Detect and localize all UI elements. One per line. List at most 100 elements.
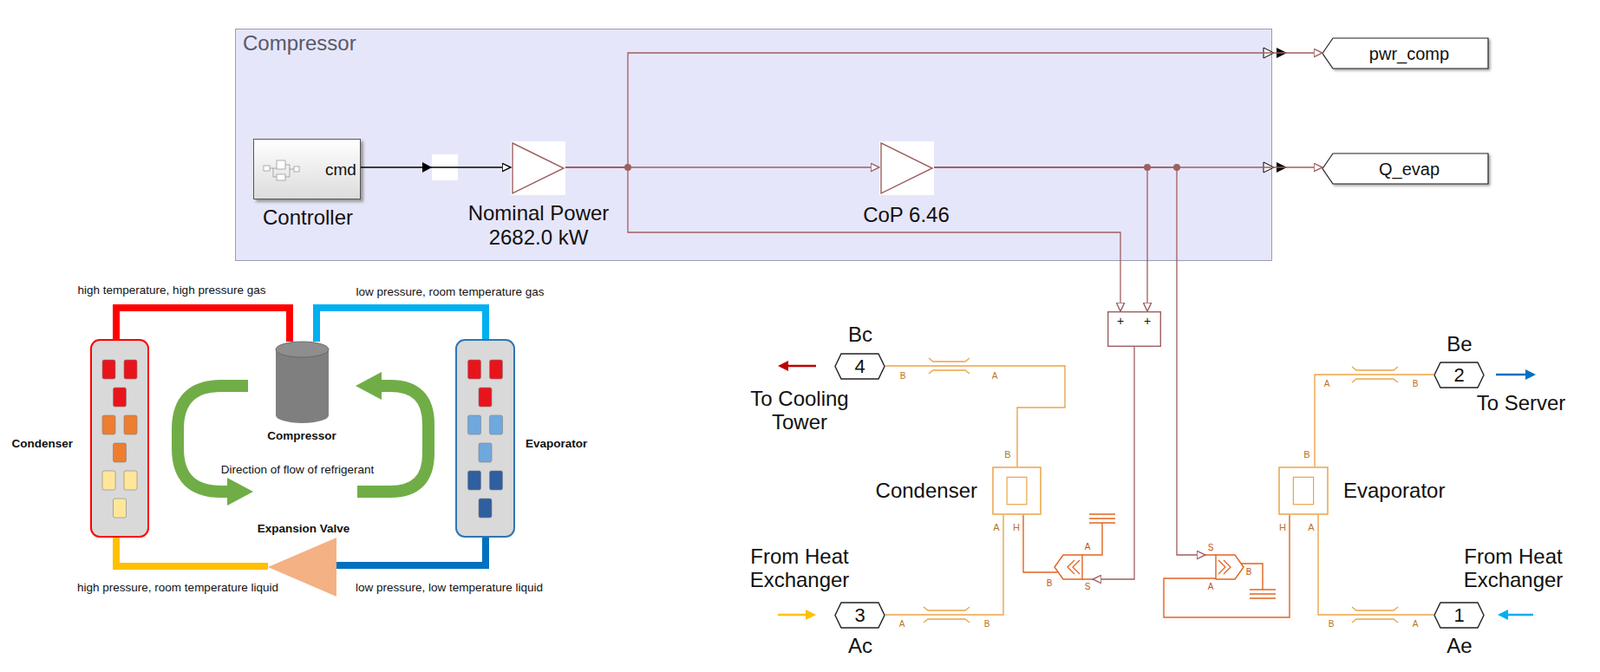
flow-arrowhead — [1497, 609, 1509, 621]
connector-line — [1163, 515, 1290, 618]
coil-housing — [91, 339, 149, 537]
port-block: 4Bc — [834, 352, 886, 380]
pin-name: B — [984, 619, 991, 630]
port-name: Ac — [848, 633, 873, 659]
coil-cell — [102, 359, 116, 379]
sign-label: + — [1143, 313, 1151, 328]
block-outline — [275, 341, 329, 424]
flow-source: From Heat Exchanger — [1435, 544, 1592, 592]
source-arrows — [1218, 560, 1231, 575]
coil-cell — [113, 443, 127, 463]
sum-outline — [1108, 312, 1162, 347]
refrigerant-pipe — [116, 537, 268, 567]
flow-arrowhead — [355, 372, 382, 400]
subsystem-panel: CompressorcmdControllerNominal Power 268… — [235, 28, 1273, 262]
block-outline — [1278, 466, 1329, 516]
block-name: Nominal Power 2682.0 kW — [451, 201, 626, 250]
port-block: 2Be — [1433, 361, 1485, 389]
chamber-outline — [1293, 476, 1313, 504]
cylinder-body — [275, 349, 329, 424]
port-hexagon — [1434, 602, 1484, 628]
block-name: CoP 6.46 — [862, 202, 950, 228]
icon-block — [263, 165, 270, 171]
port-name: Be — [1446, 332, 1472, 357]
port-name: Ae — [1446, 633, 1472, 659]
port-stubs — [1205, 555, 1254, 579]
coil-cell — [478, 443, 492, 463]
flow-source: From Heat Exchanger — [721, 544, 878, 592]
pipe-label: low pressure, room temperature gas — [356, 285, 545, 300]
pipe-label: high temperature, high pressure gas — [78, 283, 267, 298]
pin-name: B — [1246, 567, 1253, 578]
port-block: 3Ac — [834, 601, 886, 629]
pin-name: S — [1084, 581, 1091, 593]
block-outline — [510, 141, 566, 196]
pin-name: H — [1012, 522, 1020, 534]
pin-name: B — [1328, 619, 1335, 630]
sum-block: ++ — [1107, 311, 1162, 347]
block-outline — [455, 339, 516, 538]
pipe-label: high pressure, room temperature liquid — [77, 581, 279, 595]
pin-name: B — [1046, 578, 1053, 589]
compressor-illustration: Compressor — [275, 341, 329, 424]
flow-destination: To Cooling Tower — [721, 386, 878, 434]
pin-name: A — [1208, 581, 1215, 593]
reference-wire — [1092, 522, 1103, 556]
cylinder-top — [275, 341, 329, 358]
connector-line — [1023, 515, 1045, 573]
pin-name: A — [1324, 378, 1331, 390]
coil-cell — [478, 498, 492, 518]
port-hexagon — [835, 353, 885, 379]
flow-arrowhead — [777, 360, 789, 372]
coil-cell — [489, 470, 503, 490]
reference-wire — [1253, 563, 1263, 590]
goto-tag: pwr_comp — [1322, 38, 1489, 69]
ground-symbol — [1249, 589, 1276, 599]
pin-name: A — [1084, 542, 1091, 553]
gain-block: Nominal Power 2682.0 kW — [510, 141, 566, 196]
icon-block — [276, 174, 286, 181]
icon-block — [276, 160, 286, 170]
coil-cell — [124, 470, 138, 490]
icon-block — [293, 166, 300, 172]
block-outline — [992, 467, 1041, 515]
port-block: 1Ae — [1433, 601, 1485, 629]
heat-flow-source: SAB — [1205, 544, 1254, 590]
heat-flow-source: A B S — [1044, 544, 1093, 590]
refrigerant-pipe — [316, 307, 486, 342]
gain-block: CoP 6.46 — [879, 141, 934, 196]
pin-name: B — [1412, 378, 1419, 390]
flow-arrowhead — [1525, 369, 1536, 380]
port-number: 4 — [854, 355, 865, 378]
goto-tag: Q_evap — [1322, 153, 1489, 184]
part-name: Compressor — [267, 429, 337, 444]
connector-line — [1314, 374, 1434, 467]
condenser-illustration: Condenser — [90, 339, 150, 538]
flow-note: Direction of flow of refrigerant — [221, 463, 374, 477]
block-outline — [992, 466, 1042, 516]
flow-arrow — [777, 613, 810, 617]
chamber-outline — [1006, 476, 1027, 504]
gain-triangle — [512, 143, 564, 194]
evaporator-block: EvaporatorBHA — [1278, 466, 1329, 516]
pipe-symbol — [923, 358, 1398, 623]
signal-name: Q_evap — [1378, 158, 1440, 179]
port-name: Bc — [848, 322, 873, 347]
coil-cell — [102, 470, 116, 490]
pin-name: B — [1004, 449, 1011, 461]
port-number: 2 — [1453, 364, 1464, 386]
icon-wire — [269, 164, 294, 177]
condenser-block: CondenserBAH — [992, 466, 1042, 516]
refrigerant-pipe — [336, 537, 486, 566]
gain-triangle — [881, 143, 933, 194]
coil-cell — [113, 498, 127, 518]
signal-name: pwr_comp — [1369, 43, 1450, 64]
sign-label: + — [1116, 313, 1124, 328]
connector-line — [1092, 346, 1135, 580]
connector-line — [885, 365, 1065, 467]
block-outline — [1107, 311, 1162, 347]
coil-cell — [489, 359, 503, 379]
flow-arrow — [1495, 373, 1529, 377]
coil-cell — [489, 415, 503, 435]
